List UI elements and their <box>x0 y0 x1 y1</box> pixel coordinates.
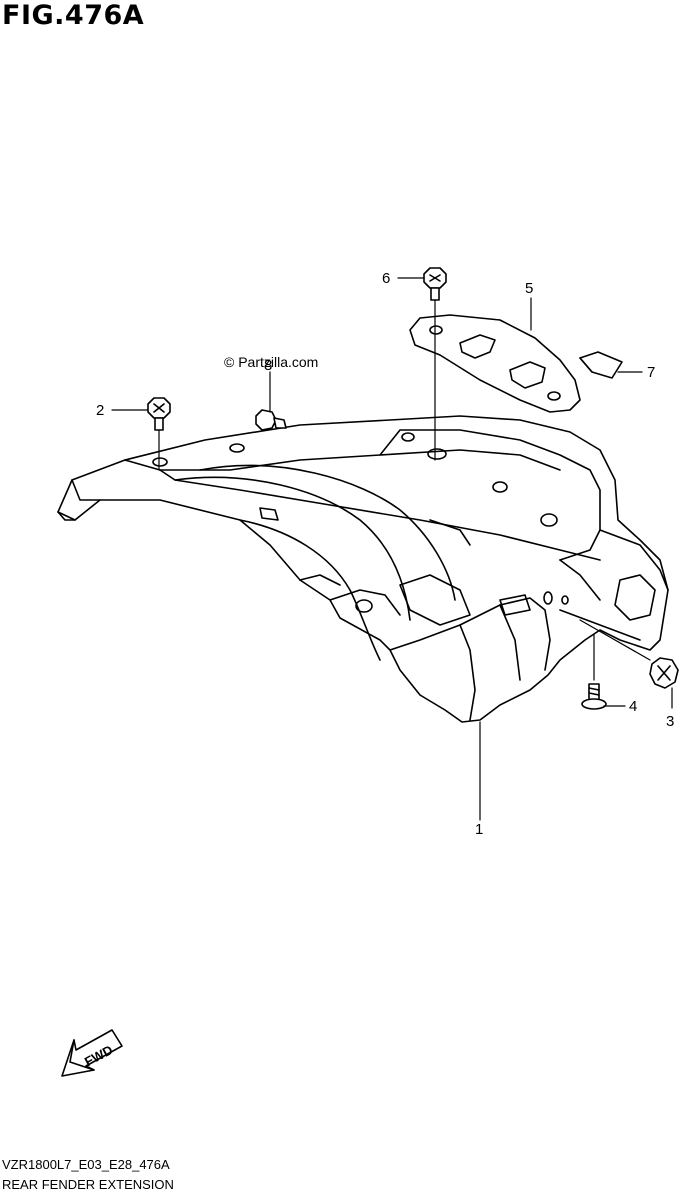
figure-title: FIG.476A <box>2 0 145 31</box>
pad-part <box>580 352 622 378</box>
bolt-2-part <box>148 398 170 470</box>
grommet-8-part <box>256 410 286 430</box>
diagram-caption: REAR FENDER EXTENSION <box>2 1177 174 1192</box>
callout-8: 8 <box>264 357 272 374</box>
callout-3: 3 <box>666 713 674 730</box>
callout-1: 1 <box>475 821 483 838</box>
watermark: © Partzilla.com <box>224 354 319 370</box>
diagram-code: VZR1800L7_E03_E28_476A <box>2 1157 170 1172</box>
bracket-part <box>410 315 580 412</box>
callout-4: 4 <box>629 698 637 715</box>
screw-4-part <box>582 635 606 709</box>
callout-6: 6 <box>382 270 390 287</box>
bolt-6-part <box>424 268 446 460</box>
rear-fender-extension-part <box>58 416 668 722</box>
callout-5: 5 <box>525 280 533 297</box>
callout-2: 2 <box>96 402 104 419</box>
callout-7: 7 <box>647 364 655 381</box>
callout-leaders <box>112 278 672 820</box>
bolt-3-part <box>580 620 678 688</box>
fwd-arrow-icon <box>62 1030 122 1076</box>
